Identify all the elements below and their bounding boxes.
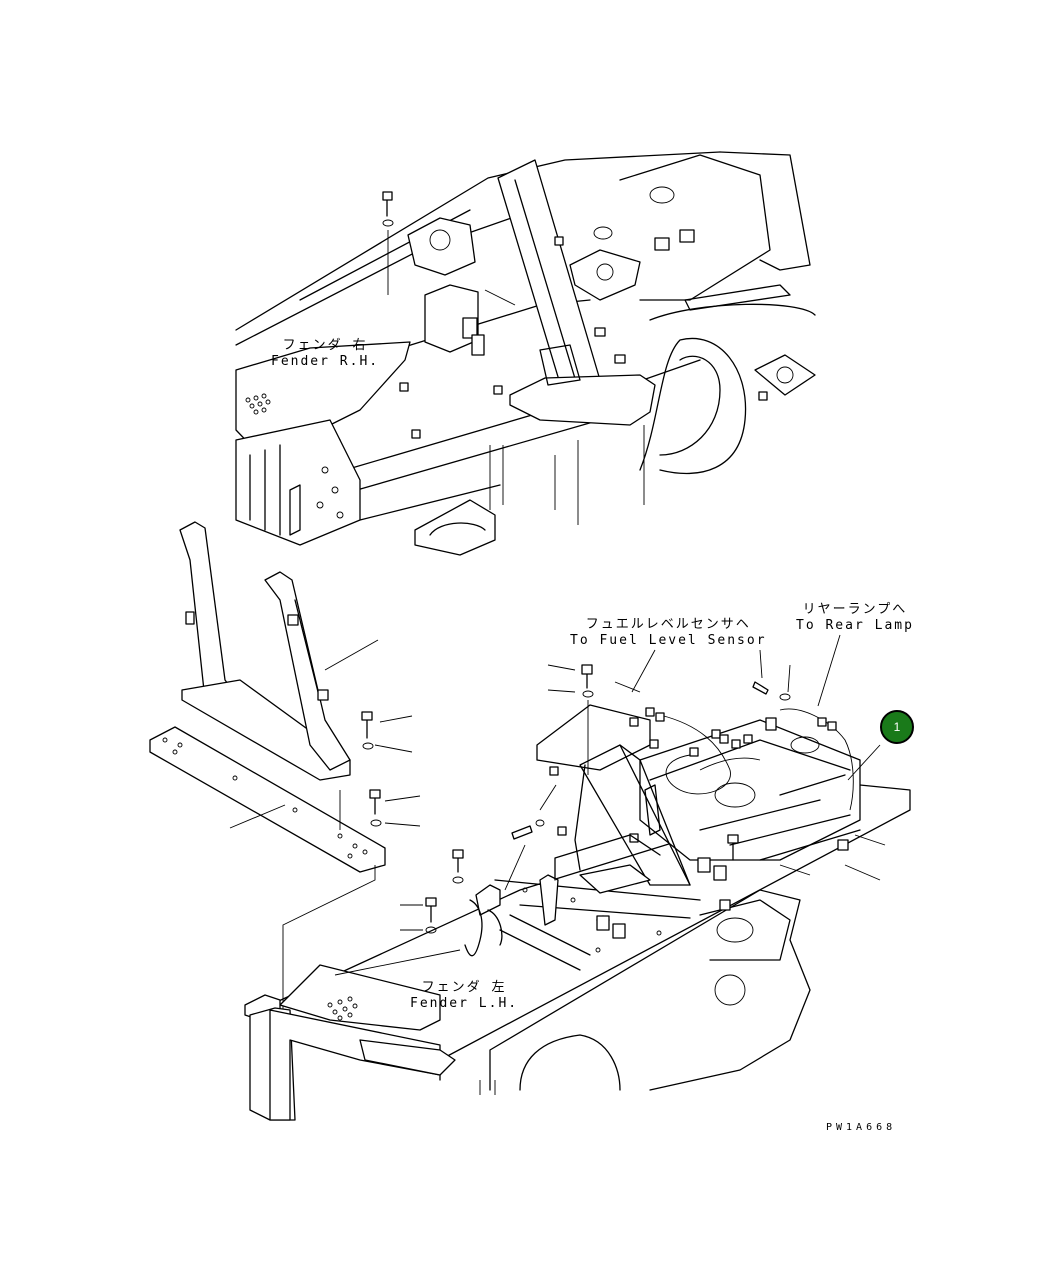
fuel-level-sensor-label: フュエルレベルセンサヘ To Fuel Level Sensor — [570, 617, 767, 649]
fender-lh-bolt-pattern — [327, 996, 358, 1021]
fender-lh-label: フェンダ 左 Fender L.H. — [410, 980, 518, 1012]
drawing-code: PW1A668 — [826, 1122, 897, 1133]
left-brackets-assembly — [149, 521, 421, 1015]
fuel-level-sensor-label-en: To Fuel Level Sensor — [570, 633, 767, 648]
fender-lh-label-en: Fender L.H. — [410, 996, 519, 1011]
lower-frame-assembly — [244, 634, 911, 1121]
rear-lamp-label-jp: リヤーランプへ — [802, 602, 908, 617]
part-callout-1[interactable]: 1 — [880, 710, 914, 744]
plate-hole-pattern — [162, 737, 368, 859]
upper-frame-assembly — [235, 151, 816, 556]
part-callout-number: 1 — [893, 720, 901, 734]
fender-rh-label: フェンダ 右 Fender R.H. — [271, 338, 379, 370]
fender-lh-label-jp: フェンダ 左 — [421, 980, 507, 995]
rear-lamp-label: リヤーランプへ To Rear Lamp — [796, 602, 914, 634]
fuel-level-sensor-label-jp: フュエルレベルセンサヘ — [585, 617, 751, 632]
fender-rh-label-jp: フェンダ 右 — [282, 338, 368, 353]
fender-rh-bolt-pattern — [245, 393, 271, 415]
rear-lamp-label-en: To Rear Lamp — [796, 618, 914, 633]
fender-rh-label-en: Fender R.H. — [271, 354, 380, 369]
